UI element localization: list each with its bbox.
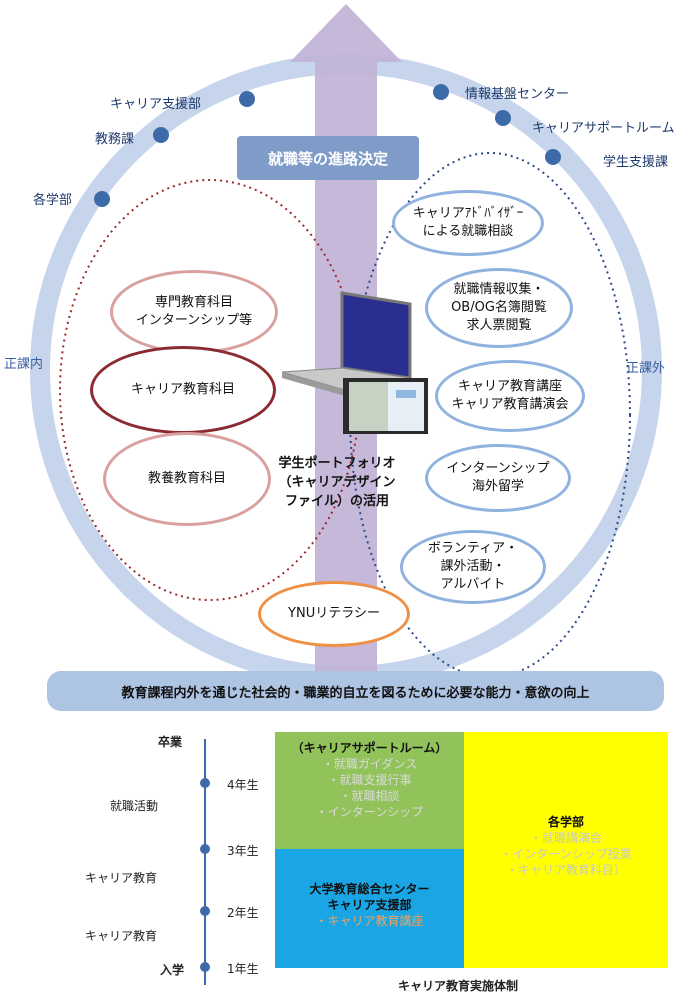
timeline-dot	[200, 906, 210, 916]
student-portfolio-label: 学生ポートフォリオ （キャリアデザイン ファイル）の活用	[278, 456, 396, 509]
ellipse-liberal-arts: 教養教育科目	[103, 432, 271, 526]
ellipse-volunteer: ボランティア・ 課外活動・ アルバイト	[400, 530, 546, 604]
org-label-career-support: キャリア支援部	[110, 97, 202, 112]
org-dot	[495, 110, 511, 126]
box-yellow-item: ・インターンシップ授業	[500, 847, 632, 861]
caption: キャリア教育実施体制	[398, 979, 519, 993]
timeline-dot	[200, 844, 210, 854]
box-yellow-title: 各学部	[547, 815, 584, 829]
phase-job-hunting: 就職活動	[110, 799, 159, 813]
ellipse-career-subjects: キャリア教育科目	[90, 346, 276, 434]
org-label-student-support: 学生支援課	[603, 155, 669, 170]
career-decision-box: 就職等の進路決定	[237, 136, 419, 180]
org-dot	[94, 191, 110, 207]
timeline-dot	[200, 778, 210, 788]
box-green-item: ・就職ガイダンス	[321, 757, 418, 771]
org-dot	[433, 84, 449, 100]
org-label-faculties: 各学部	[33, 193, 73, 208]
goal-banner: 教育課程内外を通じた社会的・職業的自立を図るために必要な能力・意欲の向上	[47, 671, 664, 711]
portfolio-file-icon	[343, 378, 428, 434]
year-2: 2年生	[227, 906, 259, 920]
box-yellow-item: ・キャリア教育科目）	[505, 863, 626, 877]
timeline-dot	[200, 962, 210, 972]
box-faculties: 各学部 ・就職講演会 ・インターンシップ授業 ・キャリア教育科目）	[464, 732, 668, 968]
ellipse-career-lectures: キャリア教育講座 キャリア教育講演会	[435, 360, 585, 432]
box-green-title: （キャリアサポートルーム）	[291, 741, 448, 755]
org-dot	[545, 149, 561, 165]
box-career-support-room: （キャリアサポートルーム） ・就職ガイダンス ・就職支援行事 ・就職相談 ・イン…	[275, 732, 464, 849]
org-dot	[239, 91, 255, 107]
box-green-item: ・就職支援行事	[327, 773, 412, 787]
year-4: 4年生	[227, 778, 259, 792]
box-education-center: 大学教育総合センター キャリア支援部 ・キャリア教育講座	[275, 849, 464, 968]
year-1: 1年生	[227, 962, 259, 976]
box-green-item: ・インターンシップ	[315, 805, 424, 819]
year-3: 3年生	[227, 844, 259, 858]
ellipse-career-advisor: キャリアｱﾄﾞﾊﾞｲｻﾞｰ による就職相談	[392, 190, 544, 256]
org-label-info-center: 情報基盤センター	[465, 87, 570, 102]
phase-career-education-1: キャリア教育	[85, 871, 158, 885]
label-extracurricular: 正課外	[626, 361, 666, 376]
extracurricular-dotted-oval	[349, 152, 631, 678]
timeline-graduation: 卒業	[158, 735, 183, 749]
ellipse-specialized-subjects: 専門教育科目 インターンシップ等	[110, 270, 278, 354]
org-label-career-support-room: キャリアサポートルーム	[532, 121, 675, 136]
box-blue-item: ・キャリア教育講座	[315, 914, 424, 928]
org-dot	[153, 127, 169, 143]
ellipse-job-info: 就職情報収集・ OB/OG名簿閲覧 求人票閲覧	[425, 268, 573, 348]
ellipse-internship-abroad: インターンシップ 海外留学	[425, 444, 571, 512]
timeline-entrance: 入学	[160, 963, 185, 977]
org-label-academic-affairs: 教務課	[95, 132, 135, 147]
box-blue-title: 大学教育総合センター キャリア支援部	[309, 882, 430, 912]
box-yellow-item: ・就職講演会	[529, 831, 602, 845]
phase-career-education-2: キャリア教育	[85, 929, 158, 943]
label-curricular: 正課内	[4, 357, 44, 372]
ellipse-ynu-literacy: YNUリテラシー	[258, 581, 410, 647]
box-green-item: ・就職相談	[339, 789, 400, 803]
